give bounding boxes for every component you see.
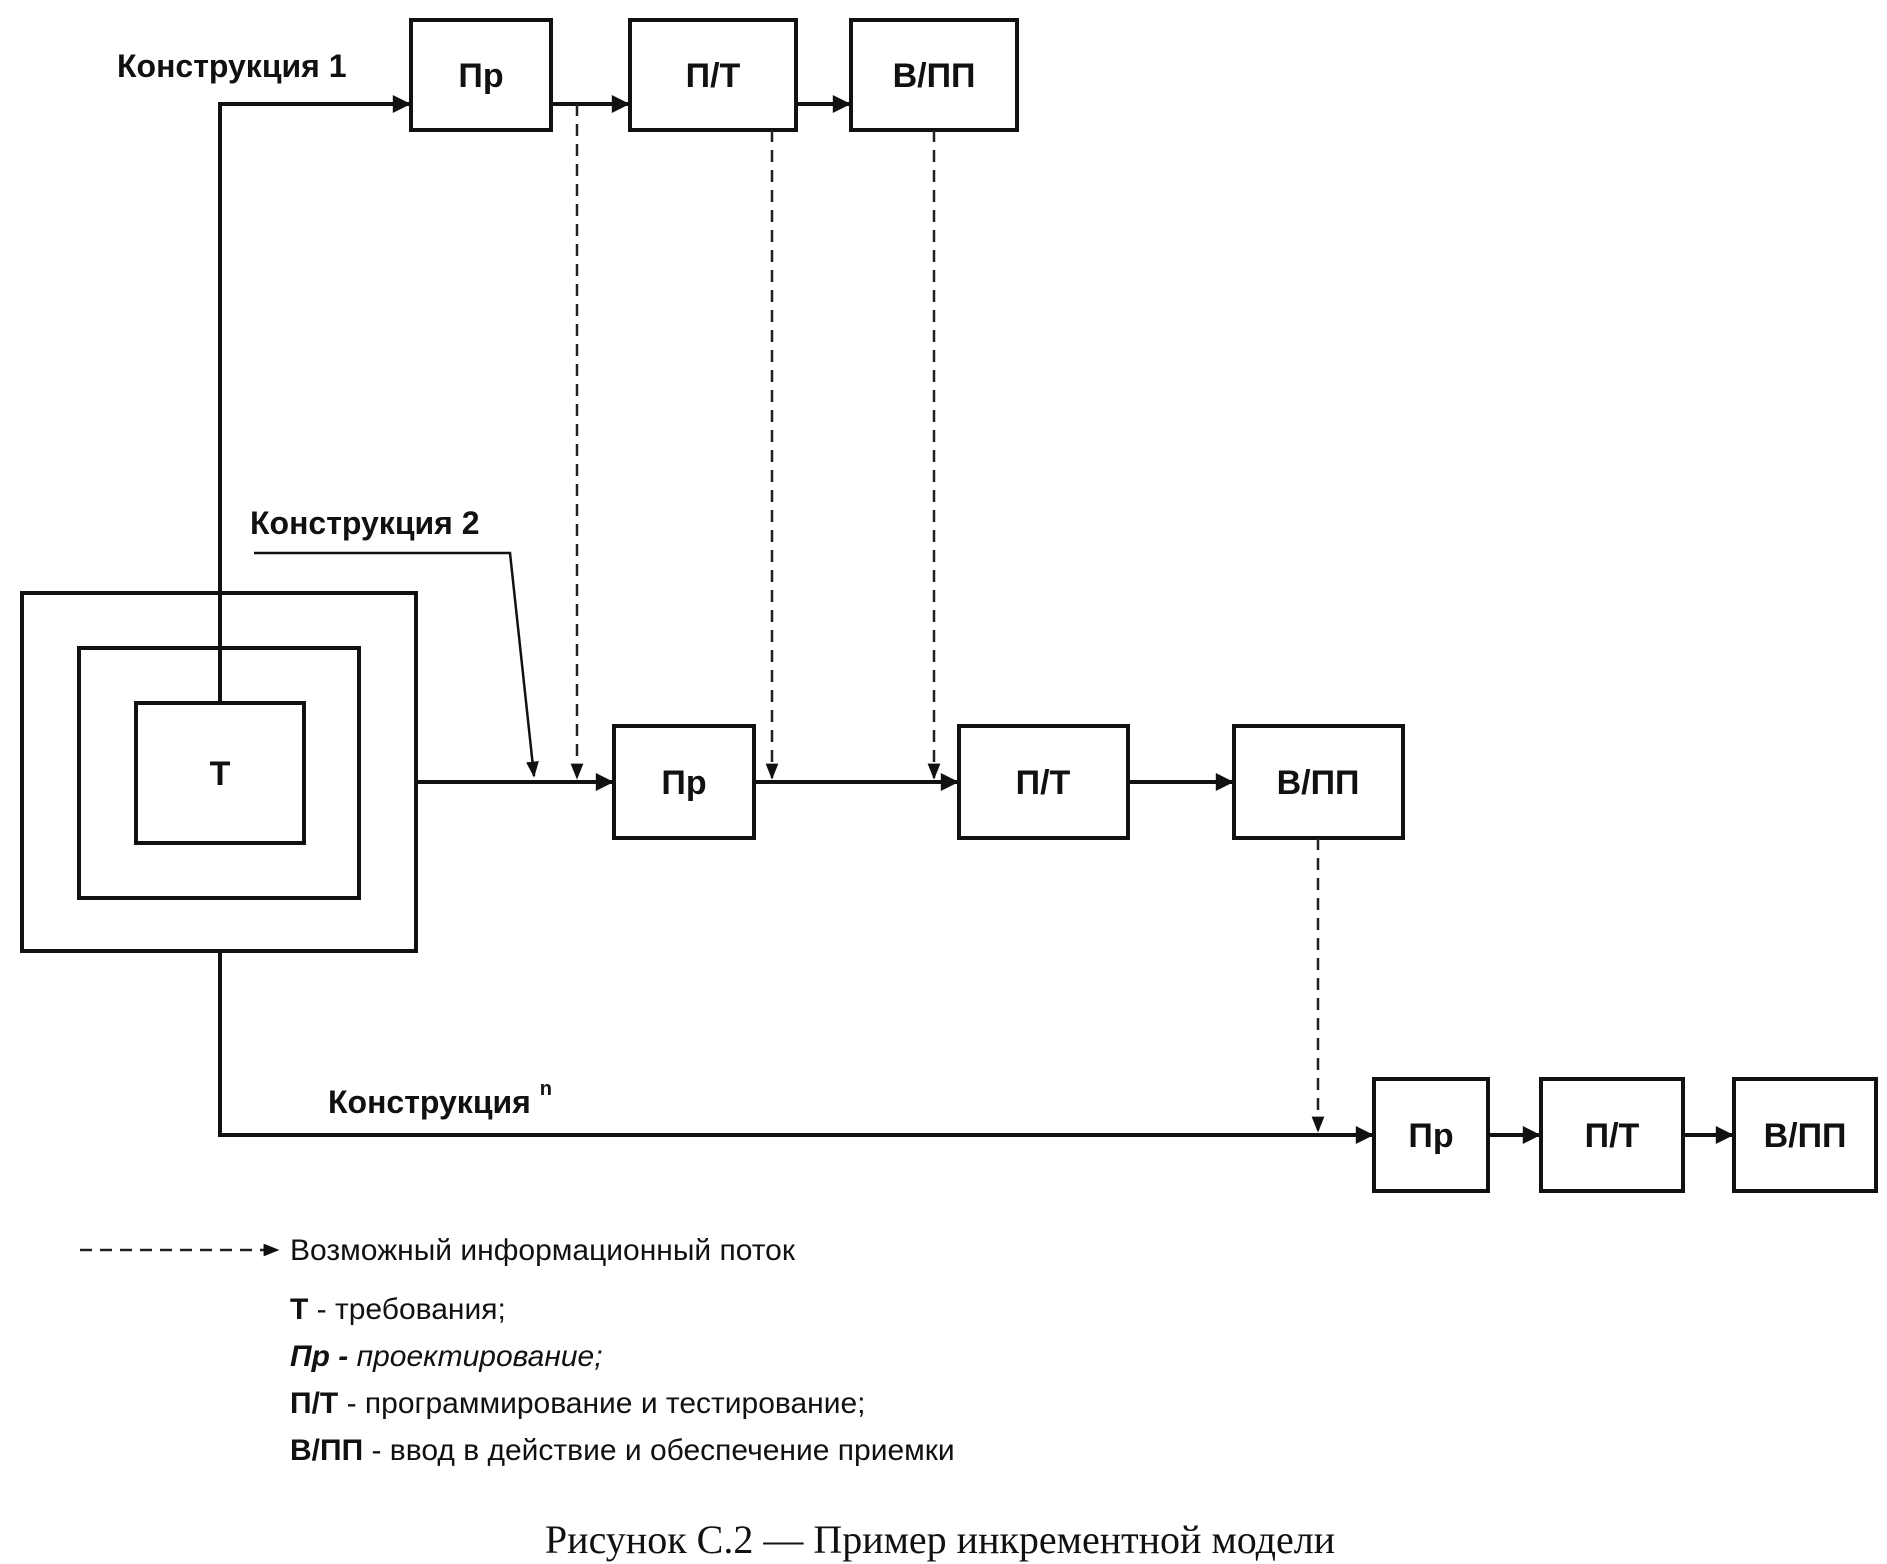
c1-pr-label: Пр — [458, 57, 503, 95]
legend: Возможный информационный поток Т - требо… — [80, 1234, 955, 1467]
construction-2-label: Конструкция 2 — [250, 505, 480, 541]
legend-item-pt: П/Т - программирование и тестирование; — [290, 1387, 866, 1420]
legend-item-t: Т - требования; — [290, 1293, 506, 1326]
figure-caption: Рисунок С.2 — Пример инкрементной модели — [545, 1517, 1335, 1562]
cn-vpp-box — [1732, 1077, 1878, 1193]
t-to-cn-pr-arrow — [218, 951, 1374, 1144]
c2-pt-label: П/Т — [1016, 764, 1071, 802]
construction-labels: Конструкция 1 Конструкция 2 Конструкция … — [117, 48, 552, 1120]
c2-pr-box — [612, 724, 756, 840]
cn-pt-label: П/Т — [1585, 1117, 1640, 1155]
c1-pr-box — [409, 18, 553, 132]
construction-2-pointer — [254, 551, 539, 778]
c2-vpp-label: В/ПП — [1277, 764, 1360, 802]
cn-pr-box — [1372, 1077, 1490, 1193]
c1-pt-label: П/Т — [686, 57, 741, 95]
c1-pt-box — [628, 18, 798, 132]
construction-n-row: Пр П/Т В/ПП — [1372, 1077, 1878, 1193]
node-t-label: Т — [210, 755, 231, 793]
cn-pr-label: Пр — [1408, 1117, 1453, 1155]
cn-pt-box — [1539, 1077, 1685, 1193]
c1-vpp-box — [849, 18, 1019, 132]
c2-vpp-box — [1232, 724, 1405, 840]
dashed-information-flows — [570, 104, 1325, 1133]
legend-dashed-flow-text: Возможный информационный поток — [290, 1234, 796, 1267]
legend-item-pr: Пр - проектирование; — [290, 1340, 603, 1373]
c2-pr-label: Пр — [661, 764, 706, 802]
c2-pt-box — [957, 724, 1130, 840]
t-to-c1-pr-arrow — [218, 95, 411, 703]
solid-connectors — [218, 95, 1734, 1144]
c1-vpp-label: В/ПП — [893, 57, 976, 95]
construction-n-superscript: n — [540, 1078, 552, 1100]
cn-vpp-label: В/ПП — [1764, 1117, 1847, 1155]
legend-item-vpp: В/ПП - ввод в действие и обеспечение при… — [290, 1434, 955, 1467]
construction-2-row: Пр П/Т В/ПП — [612, 724, 1405, 840]
construction-1-row: Пр П/Т В/ПП — [409, 18, 1019, 132]
construction-1-label: Конструкция 1 — [117, 48, 347, 84]
construction-n-label: Конструкция n — [328, 1078, 552, 1120]
